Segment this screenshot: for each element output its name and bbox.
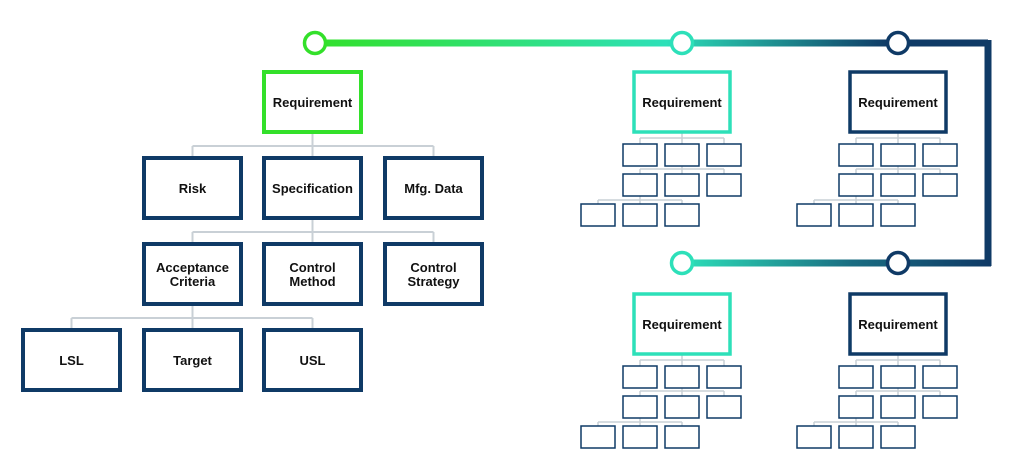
mini-tree: Requirement (580, 70, 742, 227)
mini-sub-box (838, 143, 874, 167)
mini-sub-box (664, 365, 700, 389)
lsl-label: LSL (59, 353, 84, 368)
mini-tree: Requirement (796, 70, 958, 227)
mini-requirement-label: Requirement (858, 95, 938, 110)
control-strategy-line-1: Control (410, 260, 456, 275)
usl-node: USL (262, 328, 363, 392)
target-node: Target (142, 328, 243, 392)
mini-requirement-box (848, 70, 948, 134)
timeline-node (669, 30, 695, 56)
control-method-node: Control Method (262, 242, 363, 306)
mini-requirement-box (632, 292, 732, 356)
target-label: Target (173, 353, 212, 368)
timeline-node (669, 250, 695, 276)
timeline-node (302, 30, 328, 56)
timeline-node (885, 250, 911, 276)
mini-sub-box (922, 365, 958, 389)
mini-sub-box (838, 365, 874, 389)
mini-requirement-box (848, 292, 948, 356)
mini-sub-box (838, 173, 874, 197)
mini-sub-box (922, 143, 958, 167)
mini-sub-box (796, 203, 832, 227)
control-method-line-1: Control (289, 260, 335, 275)
mini-sub-box (664, 425, 700, 449)
risk-label: Risk (179, 181, 207, 196)
risk-node: Risk (142, 156, 243, 220)
mini-sub-box (622, 143, 658, 167)
mini-sub-box (706, 365, 742, 389)
control-method-line-2: Method (289, 274, 335, 289)
detail-connectors (70, 134, 435, 328)
control-strategy-line-2: Strategy (407, 274, 460, 289)
mini-sub-box (622, 425, 658, 449)
mini-sub-box (880, 173, 916, 197)
mini-sub-box (922, 395, 958, 419)
acceptance-criteria-line-2: Criteria (170, 274, 216, 289)
mini-sub-box (622, 395, 658, 419)
mini-sub-box (706, 143, 742, 167)
mini-sub-box (664, 395, 700, 419)
mini-sub-box (580, 203, 616, 227)
mini-requirement-label: Requirement (858, 317, 938, 332)
mini-sub-box (622, 365, 658, 389)
lsl-node: LSL (21, 328, 122, 392)
mini-sub-box (796, 425, 832, 449)
mini-sub-box (622, 173, 658, 197)
mini-sub-box (880, 203, 916, 227)
mini-sub-box (580, 425, 616, 449)
mini-sub-box (664, 203, 700, 227)
mini-requirement-label: Requirement (642, 317, 722, 332)
mini-sub-box (622, 203, 658, 227)
mini-sub-box (880, 425, 916, 449)
timeline (302, 30, 992, 276)
mini-tree: Requirement (796, 292, 958, 449)
mini-requirement-box (632, 70, 732, 134)
root-requirement-label: Requirement (273, 95, 353, 110)
acceptance-criteria-node: Acceptance Criteria (142, 242, 243, 306)
mini-sub-box (664, 173, 700, 197)
usl-label: USL (300, 353, 326, 368)
detail-tree: Requirement Risk Specification Mfg. Data… (21, 70, 484, 392)
mini-sub-box (880, 365, 916, 389)
mini-sub-box (706, 173, 742, 197)
mini-sub-box (922, 173, 958, 197)
specification-node: Specification (262, 156, 363, 220)
mfg-data-label: Mfg. Data (404, 181, 463, 196)
specification-label: Specification (272, 181, 353, 196)
mini-sub-box (838, 203, 874, 227)
timeline-node (885, 30, 911, 56)
mfg-data-node: Mfg. Data (383, 156, 484, 220)
mini-sub-box (664, 143, 700, 167)
mini-sub-box (880, 395, 916, 419)
mini-sub-box (838, 395, 874, 419)
control-strategy-node: Control Strategy (383, 242, 484, 306)
mini-sub-box (838, 425, 874, 449)
acceptance-criteria-line-1: Acceptance (156, 260, 229, 275)
mini-sub-box (706, 395, 742, 419)
mini-requirement-label: Requirement (642, 95, 722, 110)
root-requirement-node: Requirement (262, 70, 363, 134)
mini-tree: Requirement (580, 292, 742, 449)
mini-sub-box (880, 143, 916, 167)
